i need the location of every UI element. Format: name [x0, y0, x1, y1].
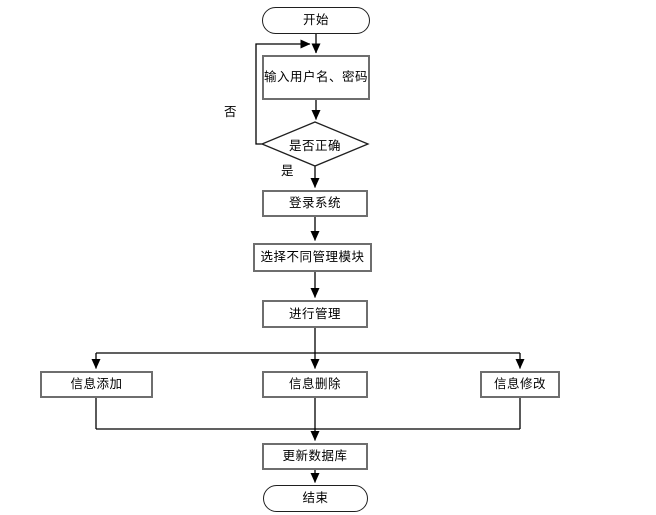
- node-login-system: 登录系统: [262, 190, 368, 217]
- node-end: 结束: [263, 485, 368, 512]
- node-info-delete: 信息删除: [262, 371, 368, 398]
- edge-label-yes: 是: [281, 164, 294, 179]
- node-select-module: 选择不同管理模块: [253, 243, 372, 272]
- node-do-manage: 进行管理: [262, 300, 368, 328]
- node-input-credentials: 输入用户名、密码: [262, 55, 370, 100]
- node-info-modify: 信息修改: [480, 371, 560, 398]
- decision-diamond-shape: [260, 121, 370, 167]
- node-update-database: 更新数据库: [262, 443, 368, 470]
- edge-label-no: 否: [224, 105, 237, 120]
- node-decision-is-correct: 是否正确: [288, 138, 341, 153]
- edge-no-loop: [255, 39, 311, 145]
- node-start: 开始: [262, 7, 370, 34]
- node-info-add: 信息添加: [40, 371, 153, 398]
